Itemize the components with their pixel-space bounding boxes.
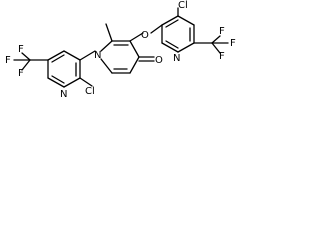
bond: [47, 50, 65, 61]
bond: [105, 23, 113, 42]
bond: [177, 42, 195, 53]
bond: [161, 15, 179, 26]
bond: [51, 75, 65, 84]
bond: [129, 56, 140, 74]
chlorine-label: Cl: [85, 86, 95, 97]
bond: [165, 19, 179, 28]
chemical-structure-canvas: F F F N Cl N O O Cl N F F F: [0, 0, 244, 116]
bond: [21, 59, 31, 71]
bond: [211, 35, 221, 44]
oxygen-label: O: [155, 55, 163, 66]
bond: [129, 40, 140, 58]
molecule-diagram: F F F N Cl N O O Cl N F F F: [5, 0, 236, 100]
fluorine-label: F: [18, 68, 24, 79]
chlorine-label: Cl: [178, 0, 188, 11]
bond: [51, 54, 65, 63]
bond: [165, 40, 179, 49]
fluorine-label: F: [219, 51, 225, 62]
bond: [79, 77, 93, 87]
bond: [79, 50, 96, 61]
fluorine-label: F: [219, 26, 225, 37]
bond: [211, 42, 221, 54]
bond: [177, 15, 195, 26]
nitrogen-label: N: [94, 50, 101, 61]
bond: [150, 24, 163, 34]
bond: [63, 77, 81, 88]
oxygen-label: O: [141, 30, 149, 41]
fluorine-label: F: [18, 44, 24, 55]
fluorine-label: F: [5, 55, 11, 66]
fluorine-label: F: [230, 38, 236, 49]
bond: [63, 50, 81, 61]
bond: [21, 52, 31, 61]
nitrogen-label: N: [60, 89, 67, 100]
bond: [100, 58, 113, 74]
bond: [47, 77, 65, 88]
nitrogen-label: N: [173, 53, 180, 64]
bond: [129, 32, 144, 42]
bond: [161, 42, 179, 53]
bond: [100, 40, 113, 52]
